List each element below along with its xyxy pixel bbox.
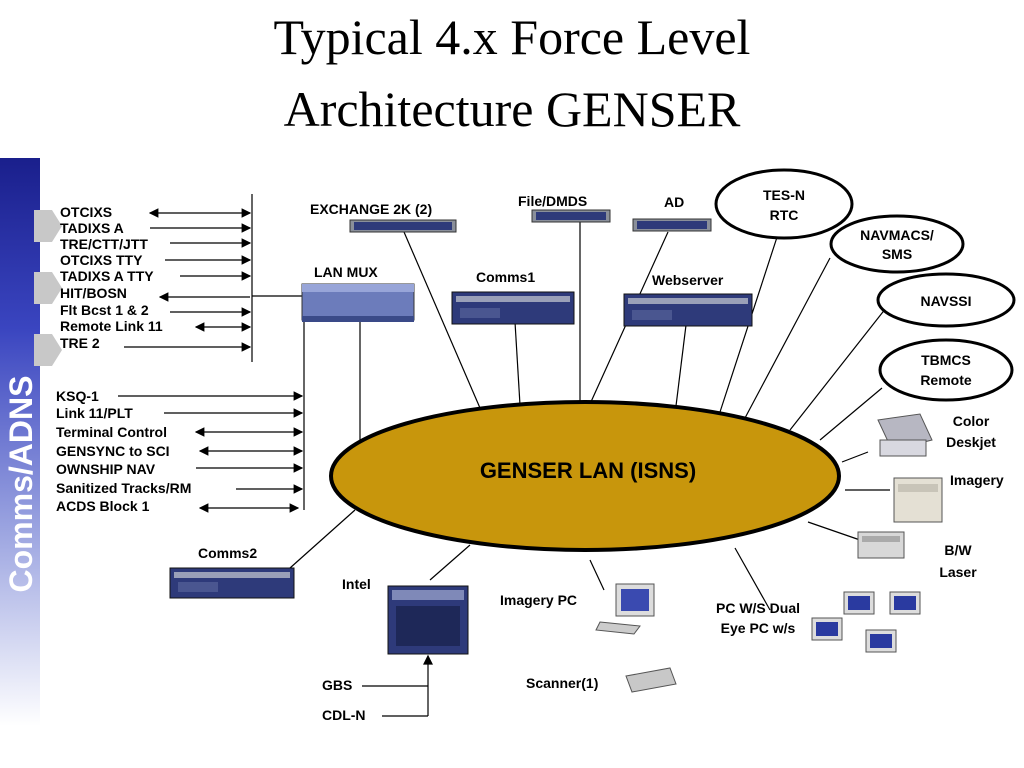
sidebar-chevrons bbox=[34, 210, 62, 366]
server-webserver-icon bbox=[623, 293, 753, 327]
link-gensync-sci: GENSYNC to SCI bbox=[56, 443, 170, 459]
node-color-deskjet-label-1: Color bbox=[952, 413, 990, 429]
sidebar-banner: Comms/ADNS bbox=[0, 158, 40, 726]
node-color-deskjet-label-2: Deskjet bbox=[946, 434, 996, 450]
node-bw-laser-label-2: Laser bbox=[939, 564, 977, 580]
link-tre-2: TRE 2 bbox=[60, 335, 100, 351]
node-webserver-label: Webserver bbox=[652, 272, 724, 288]
link-ownship-nav: OWNSHIP NAV bbox=[56, 461, 156, 477]
tbmcs-oval bbox=[878, 338, 1014, 402]
tes-n-oval bbox=[714, 168, 854, 240]
link-otcixs: OTCIXS bbox=[60, 204, 113, 220]
link-tre-ctt-jtt: TRE/CTT/JTT bbox=[60, 236, 148, 252]
genser-lan-label: GENSER LAN (ISNS) bbox=[479, 458, 697, 483]
server-comms2-icon bbox=[169, 567, 295, 599]
oval-navssi-label: NAVSSI bbox=[920, 293, 972, 309]
lan-mux-icon bbox=[301, 283, 415, 322]
link-ksq-1: KSQ-1 bbox=[56, 388, 99, 404]
link-tadixs-a-tty: TADIXS A TTY bbox=[60, 268, 154, 284]
node-ad-label: AD bbox=[664, 194, 685, 210]
node-imagery-pc-label: Imagery PC bbox=[500, 592, 578, 608]
link-terminal-control: Terminal Control bbox=[56, 424, 167, 440]
oval-tes-n-label-2: RTC bbox=[769, 207, 799, 223]
navssi-oval bbox=[876, 272, 1016, 328]
node-cdl-n-label: CDL-N bbox=[322, 707, 366, 723]
title-line-1: Typical 4.x Force Level bbox=[273, 9, 751, 65]
title-line-2: Architecture GENSER bbox=[283, 81, 741, 137]
bw-laser-icon bbox=[857, 531, 905, 559]
link-acds-block-1: ACDS Block 1 bbox=[56, 498, 150, 514]
oval-tbmcs-label-1: TBMCS bbox=[921, 352, 971, 368]
left-bus-2 bbox=[118, 320, 305, 513]
link-link-11-plt: Link 11/PLT bbox=[56, 405, 133, 421]
link-flt-bcst: Flt Bcst 1 & 2 bbox=[60, 302, 149, 318]
node-bw-laser-label-1: B/W bbox=[944, 542, 972, 558]
node-comms1-label: Comms1 bbox=[476, 269, 536, 285]
node-exchange-label: EXCHANGE 2K (2) bbox=[310, 201, 433, 217]
imagery-printer-icon bbox=[893, 477, 943, 523]
node-file-dmds-label: File/DMDS bbox=[518, 193, 588, 209]
node-pc-dual-label-1: PC W/S Dual bbox=[715, 600, 800, 616]
link-tadixs-a: TADIXS A bbox=[60, 220, 124, 236]
oval-tes-n-label-1: TES-N bbox=[763, 187, 805, 203]
genser-lan-ellipse bbox=[329, 400, 841, 552]
link-sanitized-tracks: Sanitized Tracks/RM bbox=[56, 480, 192, 496]
color-deskjet-icon bbox=[877, 413, 933, 457]
link-hit-bosn: HIT/BOSN bbox=[60, 285, 127, 301]
server-intel-icon bbox=[387, 585, 469, 655]
node-comms2-label: Comms2 bbox=[198, 545, 258, 561]
node-imagery-label: Imagery bbox=[950, 472, 1004, 488]
oval-navmacs-label-1: NAVMACS/ bbox=[860, 227, 934, 243]
link-otcixs-tty: OTCIXS TTY bbox=[60, 252, 143, 268]
node-pc-dual-label-2: Eye PC w/s bbox=[720, 620, 796, 636]
left-bus-1 bbox=[124, 194, 302, 362]
pc-workstations-icon bbox=[811, 591, 921, 653]
oval-navmacs-label-2: SMS bbox=[881, 246, 913, 262]
node-scanner-label: Scanner(1) bbox=[526, 675, 599, 691]
node-lan-mux-label: LAN MUX bbox=[314, 264, 378, 280]
server-comms1-icon bbox=[451, 291, 575, 325]
imagery-pc-icon bbox=[595, 583, 655, 635]
server-ad-icon bbox=[632, 218, 712, 232]
intel-feeds bbox=[362, 654, 433, 717]
node-gbs-label: GBS bbox=[322, 677, 353, 693]
link-remote-link-11: Remote Link 11 bbox=[60, 318, 163, 334]
server-exchange-icon bbox=[349, 219, 457, 233]
navmacs-oval bbox=[829, 214, 965, 274]
node-intel-label: Intel bbox=[342, 576, 371, 592]
server-file-dmds-icon bbox=[531, 209, 611, 223]
scanner-icon bbox=[625, 667, 677, 693]
oval-tbmcs-label-2: Remote bbox=[920, 372, 972, 388]
